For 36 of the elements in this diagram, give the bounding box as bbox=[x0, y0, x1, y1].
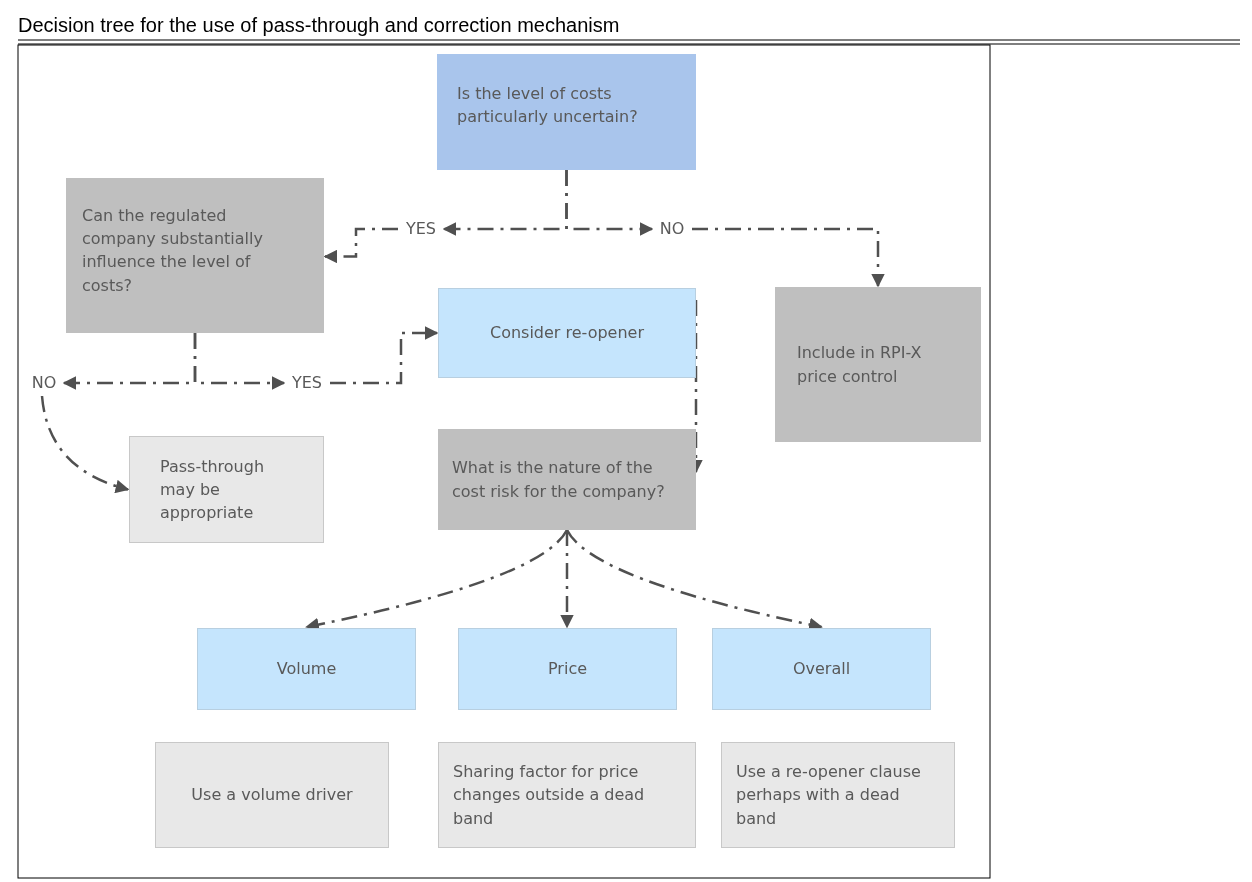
outcome-box bbox=[155, 742, 389, 848]
box-text: Overall bbox=[791, 658, 852, 681]
decision-box bbox=[66, 178, 324, 333]
arrow bbox=[330, 326, 439, 385]
arrow bbox=[323, 227, 398, 264]
arrow bbox=[692, 227, 885, 288]
arrow bbox=[40, 395, 130, 493]
outcome-box bbox=[438, 742, 696, 848]
box-text: Volume bbox=[275, 658, 338, 681]
outcome-box bbox=[129, 436, 324, 543]
branch-label: NO bbox=[658, 218, 686, 241]
diagram-title: Decision tree for the use of pass-through and correction mechanism bbox=[18, 14, 620, 37]
box-text: Consider re-opener bbox=[488, 322, 645, 344]
outcome-box bbox=[721, 742, 955, 848]
decision-box bbox=[775, 287, 981, 442]
box-text: Price bbox=[547, 658, 588, 681]
arrow bbox=[565, 170, 654, 236]
branch-label: YES bbox=[404, 218, 437, 241]
box-text: Can the regulated company substantially influence the level of costs? bbox=[82, 205, 264, 297]
outcome-box bbox=[437, 54, 696, 170]
outcome-box bbox=[458, 628, 677, 710]
box-text: Use a volume driver bbox=[190, 784, 354, 807]
box-text: Pass-through may be appropriate bbox=[160, 455, 266, 525]
arrow bbox=[193, 333, 286, 390]
arrow bbox=[560, 530, 574, 629]
box-text: Include in RPI-X price control bbox=[797, 342, 923, 388]
decision-box bbox=[438, 429, 696, 530]
outcome-box bbox=[712, 628, 931, 710]
box-text: Use a re-opener clause perhaps with a dead band bbox=[736, 761, 922, 830]
outcome-box bbox=[438, 288, 696, 378]
branch-label: NO bbox=[30, 372, 58, 395]
branch-label: YES bbox=[290, 372, 323, 395]
box-text: Is the level of costs particularly uncertain? bbox=[457, 83, 639, 129]
outcome-box bbox=[197, 628, 416, 710]
box-text: Sharing factor for price changes outside a dead band bbox=[453, 761, 646, 830]
box-text: What is the nature of the cost risk for the company? bbox=[452, 457, 666, 503]
